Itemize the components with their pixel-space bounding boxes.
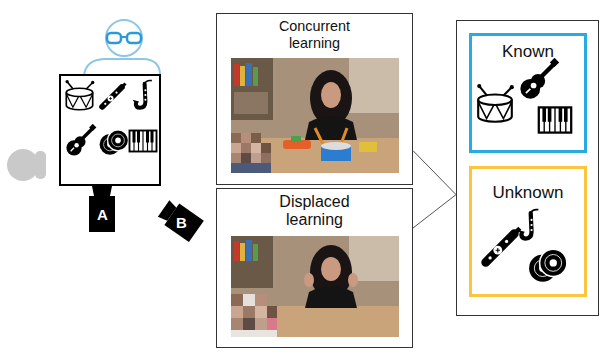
unknown-instruments-part [518,210,538,239]
camera-label: B [176,215,187,230]
box-title: Known [474,42,582,62]
photo-displaced-part [246,240,252,261]
instrument-table-part [66,124,96,156]
photo-concurrent [231,58,399,173]
photo-concurrent-part [234,64,239,86]
photo-concurrent-part [231,133,241,143]
photo-displaced-part [231,236,399,337]
experimenter-figure-part [121,36,127,38]
instrument-table-part [100,130,129,155]
photo-concurrent-part [231,138,399,173]
photo-displaced-part [231,318,243,330]
photo-displaced-part [321,257,341,281]
photo-displaced-part [234,241,239,261]
photo-concurrent-part [240,66,245,86]
photo-displaced-part [255,294,267,306]
photo-concurrent-part [231,58,273,120]
known-instruments-part [477,84,514,122]
photo-displaced-part [231,306,243,318]
photo-displaced-part [231,330,277,337]
photo-displaced-part [231,306,399,337]
photo-concurrent-part [251,143,261,153]
photo-concurrent-part [253,67,258,86]
experimenter-figure-part [84,59,160,75]
instrument-table-part [133,80,152,107]
photo-concurrent-part [231,153,241,163]
box-title: Unknown [474,183,582,203]
known-instruments-part [520,58,559,99]
photo-concurrent-part [291,136,301,142]
child-silhouette-part [35,151,46,179]
child-silhouette-part [7,149,39,181]
photo-concurrent-part [359,142,377,152]
unknown-instruments-part [486,228,520,262]
child-silhouette [7,149,46,181]
known-instruments [477,58,571,133]
photo-concurrent-part [241,143,251,153]
photo-concurrent-part [234,92,268,114]
photo-displaced-part [348,273,358,287]
camera-label: A [97,207,108,222]
photo-concurrent-part [251,133,261,143]
experimenter-figure-part [106,20,142,56]
photo-concurrent-part [251,153,261,163]
photo-concurrent-part [246,63,252,86]
photo-concurrent-part [261,143,271,153]
photo-displaced-part [253,244,258,261]
photo-displaced-part [267,306,277,318]
photo-displaced-part [243,318,255,330]
photo-displaced-part [305,287,357,309]
instrument-table [60,75,160,185]
camera-b [156,198,204,242]
outcome-panel: KnownUnknown [456,20,599,316]
photo-displaced [231,236,399,337]
known-instruments-part [539,107,571,132]
instrument-table-part [65,80,94,110]
photo-concurrent-part [321,142,351,150]
photo-concurrent-part [315,128,323,144]
photo-concurrent-part [241,133,251,143]
photo-concurrent-part [341,128,347,144]
unknown-instruments [486,210,567,282]
photo-displaced-part [243,294,255,306]
photo-displaced-part [240,243,245,261]
unknown-instruments-part [529,249,567,282]
photo-concurrent-part [305,116,357,140]
instrument-table-part [130,131,157,152]
camera-b-part [164,204,203,243]
condition-box: Displaced learning [216,188,413,348]
known-group-box: Known [469,33,587,153]
instrument-table-part [102,84,125,107]
photo-displaced-part [267,318,277,330]
camera-a [89,186,115,232]
photo-concurrent-part [349,58,399,113]
photo-displaced-part [231,236,273,288]
photo-concurrent-part [261,153,271,163]
box-title: Concurrent learning [260,18,370,51]
unknown-group-box: Unknown [469,166,587,297]
photo-concurrent-part [231,143,241,153]
instrument-table-part [60,75,160,185]
photo-displaced-part [243,306,255,318]
camera-a-part [92,186,112,196]
box-title: Displaced learning [260,193,370,230]
photo-displaced-part [304,273,314,287]
experimenter-figure-part [127,33,141,43]
photo-displaced-part [231,294,243,306]
experimenter-figure-part [107,33,121,43]
photo-concurrent-part [231,58,399,173]
experimenter-figure [84,20,160,75]
photo-concurrent-part [321,82,341,108]
camera-a-part [89,196,115,232]
photo-displaced-part [349,236,399,281]
connector-line [413,151,456,195]
photo-concurrent-part [231,163,271,173]
connector-line [413,195,456,228]
photo-displaced-part [255,318,267,330]
condition-box: Concurrent learning [216,13,413,185]
photo-displaced-part [255,306,267,318]
photo-concurrent-part [241,153,251,163]
